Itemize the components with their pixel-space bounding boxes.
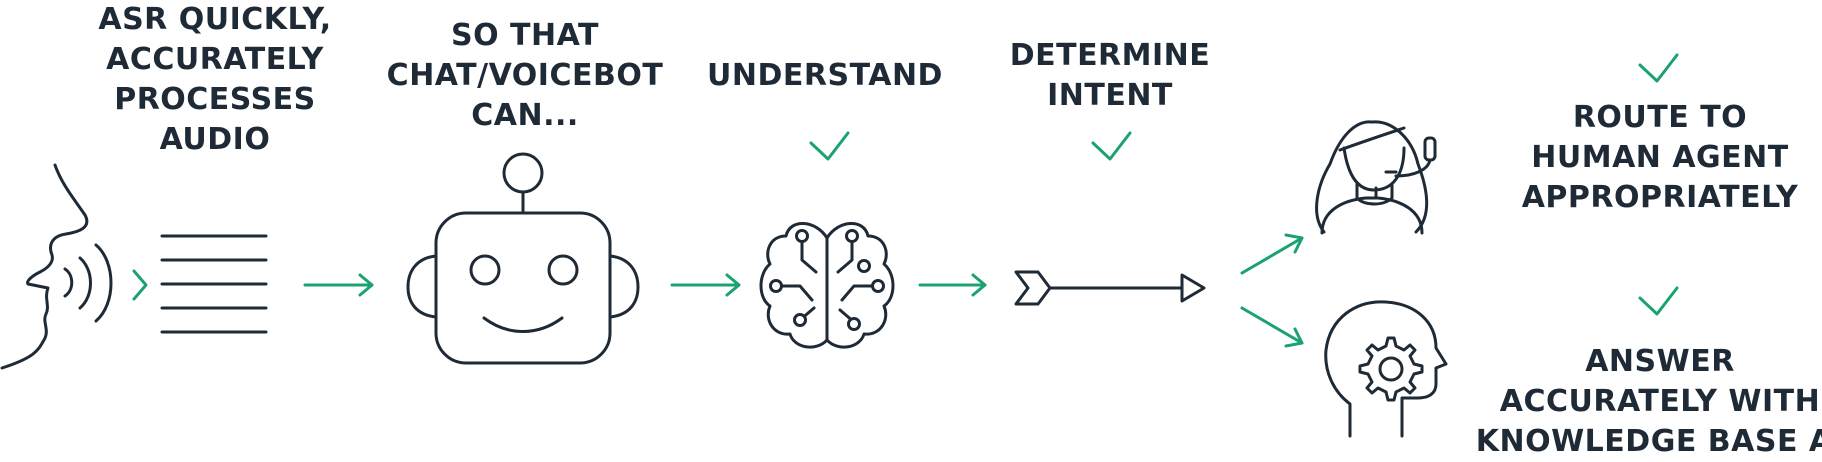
label-answer-line: ACCURATELY WITH	[1499, 384, 1821, 419]
label-route-line: ROUTE TO	[1572, 100, 1748, 135]
arrow-right-icon	[303, 273, 374, 297]
label-route: ROUTE TO HUMAN AGENT APPROPRIATELY	[1475, 98, 1822, 218]
label-route-line: HUMAN AGENT	[1531, 140, 1789, 175]
label-answer-line: ANSWER	[1585, 344, 1735, 379]
label-intent: DETERMINE INTENT	[990, 36, 1230, 116]
checkmark-icon	[809, 131, 850, 161]
intent-arrow-icon	[1014, 270, 1206, 306]
label-bot-line: CAN...	[471, 98, 579, 133]
robot-icon	[406, 152, 640, 365]
text-lines-icon	[160, 234, 268, 334]
speaking-face-icon	[0, 163, 113, 370]
checkmark-icon	[1638, 286, 1679, 316]
checkmark-icon	[1638, 53, 1679, 83]
label-asr: ASR QUICKLY, ACCURATELY PROCESSES AUDIO	[80, 0, 350, 160]
label-understand: UNDERSTAND	[690, 56, 960, 96]
checkmark-icon	[1091, 131, 1132, 161]
brain-circuit-icon	[759, 222, 895, 349]
label-bot-line: SO THAT	[451, 18, 599, 53]
label-asr-line: ASR QUICKLY,	[98, 2, 332, 37]
arrow-down-right-icon	[1240, 306, 1304, 348]
headset-agent-icon	[1315, 120, 1437, 235]
label-intent-line: DETERMINE	[1009, 38, 1211, 73]
chevron-right-icon	[132, 269, 148, 301]
label-understand-line: UNDERSTAND	[707, 58, 943, 93]
label-asr-line: AUDIO	[159, 122, 271, 157]
label-answer-line: KNOWLEDGE BASE AI	[1475, 424, 1822, 459]
arrow-up-right-icon	[1240, 233, 1304, 275]
label-answer: ANSWER ACCURATELY WITH KNOWLEDGE BASE AI	[1475, 342, 1822, 462]
label-intent-line: INTENT	[1047, 78, 1173, 113]
label-bot-line: CHAT/VOICEBOT	[386, 58, 664, 93]
arrow-right-icon	[918, 273, 987, 297]
label-bot: SO THAT CHAT/VOICEBOT CAN...	[375, 16, 675, 136]
arrow-right-icon	[670, 273, 741, 297]
label-asr-line: ACCURATELY	[106, 42, 324, 77]
gear-head-icon	[1324, 300, 1448, 438]
label-asr-line: PROCESSES	[114, 82, 316, 117]
label-route-line: APPROPRIATELY	[1521, 180, 1799, 215]
